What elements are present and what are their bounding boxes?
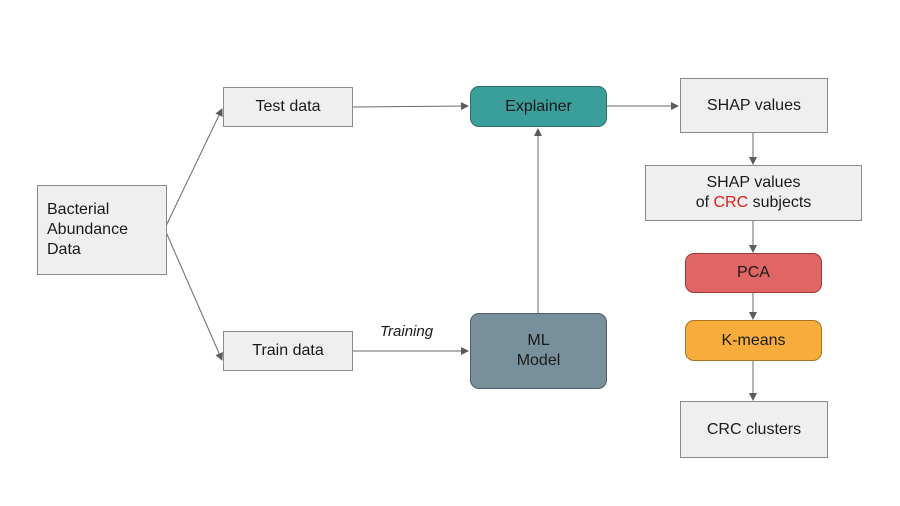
bacterial-line-2: Abundance (47, 221, 128, 238)
arrow-bacterial-to-test (165, 108, 223, 227)
test-data-box: Test data (223, 87, 353, 127)
crc-clusters-label: CRC clusters (706, 420, 802, 438)
shap-values-label: SHAP values (707, 96, 801, 114)
arrow-test-to-explainer (351, 102, 469, 111)
pca-box: PCA (685, 253, 822, 293)
ml-model-box: ML Model (470, 313, 607, 389)
crc-highlight: CRC (713, 194, 749, 211)
shap-crc-box: SHAP values of CRC subjects (645, 165, 862, 221)
ml-model-line-2: Model (516, 352, 561, 369)
shap-crc-suffix: subjects (748, 194, 812, 211)
shap-crc-prefix: of (695, 194, 714, 211)
test-data-label: Test data (255, 98, 321, 115)
bacterial-abundance-box: Bacterial Abundance Data (37, 185, 167, 275)
explainer-label: Explainer (505, 97, 572, 115)
ml-model-line-1: ML (527, 332, 550, 349)
shap-crc-line-2: of CRC subjects (696, 193, 812, 213)
crc-clusters-box: CRC clusters (680, 401, 828, 458)
kmeans-box: K-means (685, 320, 822, 361)
shap-crc-text: SHAP values of CRC subjects (696, 173, 812, 213)
bacterial-abundance-text: Bacterial Abundance Data (47, 200, 128, 260)
train-data-box: Train data (223, 331, 353, 371)
arrow-bacterial-to-train (165, 231, 223, 361)
kmeans-label: K-means (721, 331, 786, 349)
train-data-label: Train data (252, 342, 324, 359)
shap-values-box: SHAP values (680, 78, 828, 133)
explainer-box: Explainer (470, 86, 607, 127)
shap-crc-line-1: SHAP values (706, 174, 801, 191)
ml-model-text: ML Model (517, 331, 561, 371)
bacterial-line-1: Bacterial (47, 201, 110, 218)
training-edge-label: Training (380, 323, 434, 340)
bacterial-line-3: Data (47, 241, 81, 258)
pca-label: PCA (737, 264, 770, 281)
